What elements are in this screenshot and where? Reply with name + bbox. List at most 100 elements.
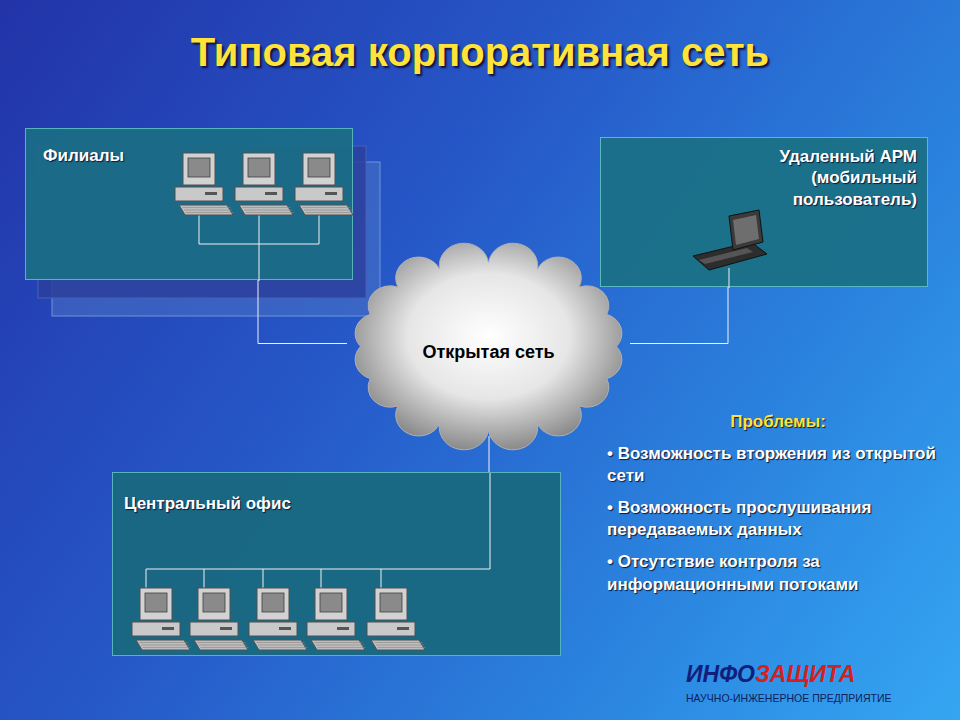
keyboard-row	[199, 645, 247, 646]
problems-block: Проблемы: • Возможность вторжения из откр…	[607, 411, 949, 596]
keyboard-row	[378, 647, 426, 648]
system-unit	[295, 187, 343, 201]
keyboard-row	[306, 212, 354, 213]
diagram-title: Типовая корпоративная сеть	[0, 30, 960, 75]
problem-item: • Отсутствие контроля за информационными…	[607, 551, 949, 595]
monitor	[243, 153, 275, 185]
keyboard-row	[260, 647, 308, 648]
office-box: Центральный офис	[112, 472, 561, 656]
network-wire	[490, 473, 491, 569]
keyboard-row	[246, 212, 294, 213]
network-wire	[381, 569, 382, 588]
laptop-base	[693, 242, 767, 270]
keyboard	[179, 205, 233, 215]
drive-slot	[205, 192, 217, 195]
node-heading: Центральный офис	[124, 493, 560, 514]
keyboard	[371, 640, 425, 650]
logo-wordmark: ИНФОЗАЩИТА	[686, 660, 891, 690]
keyboard	[239, 205, 293, 215]
keyboard-row	[257, 642, 305, 643]
network-wire	[199, 215, 200, 244]
problems-heading: Проблемы:	[607, 411, 949, 433]
monitor-screen	[380, 593, 402, 612]
keyboard-row	[375, 642, 423, 643]
monitor	[315, 588, 347, 620]
monitor	[140, 588, 172, 620]
connector-line	[489, 436, 490, 472]
network-wire	[146, 569, 147, 588]
cloud-label: Открытая сеть	[422, 341, 554, 364]
drive-slot	[397, 627, 409, 630]
keyboard-row	[315, 642, 363, 643]
keyboard-row	[143, 647, 191, 648]
keyboard-row	[201, 647, 249, 648]
logo-text: ИНФО	[686, 661, 755, 687]
network-wire	[263, 569, 264, 588]
system-unit	[132, 622, 180, 636]
laptop-lid	[729, 210, 763, 250]
company-logo: ИНФОЗАЩИТА НАУЧНО-ИНЖЕНЕРНОЕ ПРЕДПРИЯТИЕ	[686, 660, 891, 706]
keyboard-row	[183, 207, 231, 208]
monitor	[303, 153, 335, 185]
keyboard	[253, 640, 307, 650]
keyboard	[136, 640, 190, 650]
monitor-screen	[248, 158, 270, 177]
keyboard-row	[316, 645, 364, 646]
problem-item: • Возможность прослушивания передаваемых…	[607, 497, 949, 541]
cloud-shape: Открытая сеть	[345, 255, 632, 450]
monitor	[183, 153, 215, 185]
keyboard-row	[140, 642, 188, 643]
node-heading: Филиалы	[43, 145, 352, 166]
laptop-keyboard	[699, 248, 753, 264]
monitor-screen	[320, 593, 342, 612]
keyboard-row	[198, 642, 246, 643]
logo-text: ЗАЩИТА	[755, 661, 855, 687]
network-wire	[259, 244, 260, 281]
problem-item: • Возможность вторжения из открытой сети	[607, 443, 949, 487]
network-wire	[146, 569, 490, 570]
system-unit	[367, 622, 415, 636]
cloud-outline	[355, 243, 622, 450]
monitor-screen	[145, 593, 167, 612]
monitor-screen	[308, 158, 330, 177]
drive-slot	[220, 627, 232, 630]
monitor-screen	[203, 593, 225, 612]
keyboard-row	[258, 645, 306, 646]
keyboard	[194, 640, 248, 650]
keyboard-row	[141, 645, 189, 646]
network-wire	[259, 215, 260, 244]
node-heading: Удаленный АРМ (мобильный пользователь)	[747, 146, 917, 210]
system-unit	[307, 622, 355, 636]
keyboard-row	[318, 647, 366, 648]
keyboard-row	[186, 212, 234, 213]
drive-slot	[325, 192, 337, 195]
drive-slot	[162, 627, 174, 630]
monitor	[257, 588, 289, 620]
system-unit	[235, 187, 283, 201]
branch-box: Филиалы	[25, 128, 353, 280]
network-wire	[321, 569, 322, 588]
monitor	[375, 588, 407, 620]
connector-line	[630, 287, 728, 344]
logo-subtitle: НАУЧНО-ИНЖЕНЕРНОЕ ПРЕДПРИЯТИЕ	[686, 692, 891, 706]
system-unit	[190, 622, 238, 636]
laptop-screen	[733, 215, 759, 245]
connector-line	[258, 280, 347, 344]
drive-slot	[279, 627, 291, 630]
network-wire	[204, 569, 205, 588]
keyboard	[299, 205, 353, 215]
keyboard-row	[303, 207, 351, 208]
keyboard-row	[243, 207, 291, 208]
network-wire	[729, 268, 730, 288]
keyboard-row	[244, 210, 292, 211]
monitor-screen	[188, 158, 210, 177]
drive-slot	[265, 192, 277, 195]
keyboard-row	[304, 210, 352, 211]
monitor	[198, 588, 230, 620]
keyboard	[311, 640, 365, 650]
keyboard-row	[184, 210, 232, 211]
keyboard-row	[376, 645, 424, 646]
system-unit	[175, 187, 223, 201]
system-unit	[249, 622, 297, 636]
monitor-screen	[262, 593, 284, 612]
